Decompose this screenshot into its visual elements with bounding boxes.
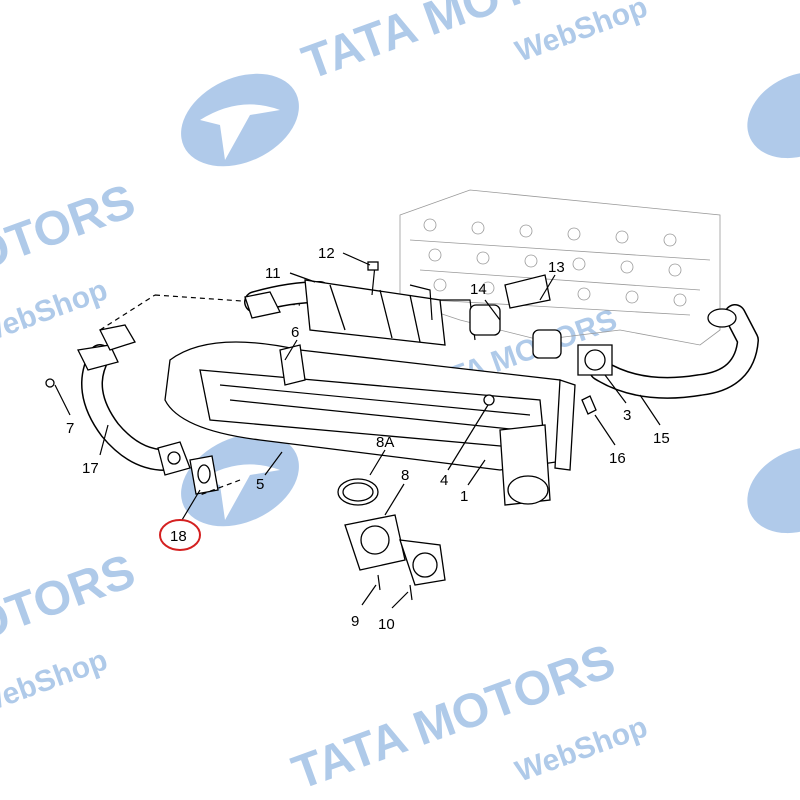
head-bolt-hole xyxy=(577,287,591,301)
tata-logo-icon xyxy=(747,446,800,534)
watermark-sub: WebShop xyxy=(511,710,652,788)
head-bolt-hole xyxy=(519,224,533,238)
label-14: 14 xyxy=(470,281,487,298)
label-8a: 8A xyxy=(376,434,394,451)
label-16: 16 xyxy=(609,450,626,467)
label-6: 6 xyxy=(291,324,299,341)
head-bolt-hole xyxy=(615,230,629,244)
label-3: 3 xyxy=(623,407,631,424)
head-bolt-hole xyxy=(481,281,495,295)
egr-valve-8 xyxy=(337,478,446,601)
leader-lines xyxy=(45,252,661,609)
watermark-sub: WebShop xyxy=(0,273,112,351)
head-bolt-hole xyxy=(433,278,447,292)
watermark-brand: TATA MOTORS xyxy=(286,635,622,800)
head-bolt-hole xyxy=(625,290,639,304)
head-bolt-hole xyxy=(572,257,586,271)
head-bolt-hole xyxy=(663,233,677,247)
head-bolt-hole xyxy=(673,293,687,307)
label-10: 10 xyxy=(378,616,395,633)
label-8: 8 xyxy=(401,467,409,484)
label-9: 9 xyxy=(351,613,359,630)
tata-logo-icon xyxy=(181,73,299,167)
tata-logo-icon xyxy=(747,71,800,159)
label-13: 13 xyxy=(548,259,565,276)
label-18[interactable]: 18 xyxy=(170,528,187,545)
highlight-circle xyxy=(159,519,201,551)
label-7: 7 xyxy=(66,420,74,437)
head-bolt-hole xyxy=(428,248,442,262)
gaskets xyxy=(367,261,613,415)
label-1: 1 xyxy=(460,488,468,505)
egr-module-1 xyxy=(164,341,576,506)
label-17: 17 xyxy=(82,460,99,477)
watermark-sub: WebShop xyxy=(0,643,112,721)
label-11: 11 xyxy=(265,265,281,282)
head-bolt-hole xyxy=(423,218,437,232)
head-bolt-hole xyxy=(471,221,485,235)
head-bolt-hole xyxy=(620,260,634,274)
label-5: 5 xyxy=(256,476,264,493)
head-bolt-hole xyxy=(524,254,538,268)
egr-cooler-11 xyxy=(244,279,476,346)
label-4: 4 xyxy=(440,472,448,489)
label-12: 12 xyxy=(318,245,335,262)
egr-pipe-15 xyxy=(589,304,759,399)
head-bolt-hole xyxy=(668,263,682,277)
egr-pipe-17 xyxy=(77,324,219,495)
head-bolt-hole xyxy=(476,251,490,265)
head-bolt-hole xyxy=(567,227,581,241)
label-15: 15 xyxy=(653,430,670,447)
part-labels: 1 3 4 5 6 7 8 8A 9 10 11 12 13 14 15 16 … xyxy=(66,245,670,633)
